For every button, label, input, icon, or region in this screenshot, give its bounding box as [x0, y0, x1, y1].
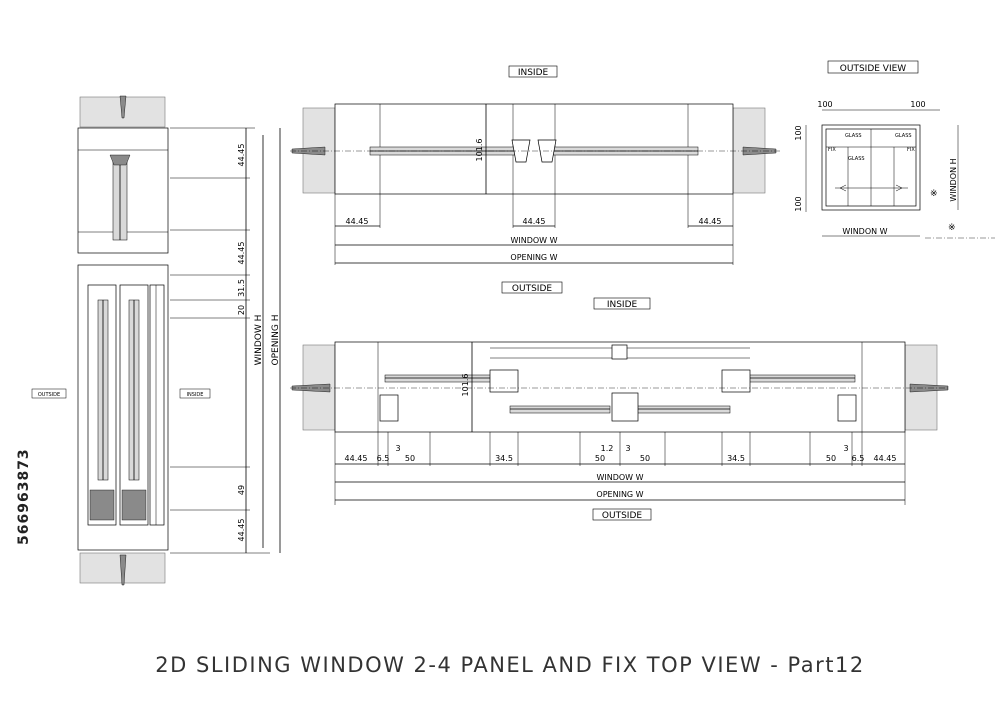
- plan-4-panel: INSIDE 101.6: [290, 297, 950, 521]
- sec-dim-5: 49: [237, 485, 246, 495]
- plan4-glass-4: [739, 374, 856, 383]
- plan4-inside-label: INSIDE: [607, 300, 638, 310]
- ov-left-top: 100: [794, 125, 803, 140]
- section-inside-label: INSIDE: [187, 392, 204, 398]
- plan2-dim-3: 44.45: [699, 217, 722, 226]
- sec-dim-2: 44.45: [237, 242, 246, 265]
- plan4-dim-11: 3: [843, 444, 848, 453]
- plan4-dim-7: 3: [625, 444, 630, 453]
- plan4-dim-13: 6.5: [852, 454, 865, 463]
- plan4-dim-5: 34.5: [495, 454, 513, 463]
- plan4-dim-6: 1.2: [601, 444, 614, 453]
- anchor-bottom: [119, 554, 127, 586]
- ov-fix-right: FIX: [907, 147, 915, 153]
- plan4-dim-3: 3: [395, 444, 400, 453]
- plan4-outside-label: OUTSIDE: [602, 511, 642, 521]
- plan4-glass-3: [629, 405, 731, 414]
- plan4-dim-14: 44.45: [874, 454, 897, 463]
- plan4-glass-2: [509, 405, 611, 414]
- ov-window-h: WINDON H: [949, 158, 958, 201]
- ov-window-w: WINDON W: [842, 227, 887, 236]
- sec-dim-1: 44.45: [237, 144, 246, 167]
- ov-glass-2: GLASS: [895, 133, 912, 139]
- stock-id: 566963873: [16, 448, 32, 545]
- plan4-dim-9: 50: [640, 454, 650, 463]
- plan4-glass-1: [384, 374, 501, 383]
- sec-window-h: WINDOW H: [254, 315, 264, 366]
- plan-2-panel: INSIDE 101.6 44.45 44.45 44.45 WINDOW W: [290, 65, 780, 294]
- plan4-dim-4: 50: [405, 454, 415, 463]
- ov-top-left: 100: [817, 100, 832, 109]
- plan4-dim-8: 50: [595, 454, 605, 463]
- outside-view-title: OUTSIDE VIEW: [840, 64, 907, 74]
- plan2-inside-label: INSIDE: [518, 68, 549, 78]
- ov-glass-1: GLASS: [845, 133, 862, 139]
- sec-dim-3: 31.5: [237, 279, 246, 297]
- plan2-opening-w: OPENING W: [510, 253, 557, 262]
- section-outside-label: OUTSIDE: [38, 392, 60, 398]
- ov-fix-left: FIX: [828, 147, 836, 153]
- ov-glass-3: GLASS: [848, 156, 865, 162]
- anchor-top: [119, 95, 127, 119]
- sec-dim-4: 20: [237, 305, 246, 315]
- drawing-title: 2D SLIDING WINDOW 2-4 PANEL AND FIX TOP …: [155, 653, 864, 677]
- ov-mark-2: ※: [948, 223, 956, 233]
- plan4-dim-1: 44.45: [345, 454, 368, 463]
- plan4-opening-w: OPENING W: [596, 490, 643, 499]
- plan4-height: 101.6: [461, 374, 470, 397]
- plan2-outside-label: OUTSIDE: [512, 284, 552, 294]
- plan2-dim-2: 44.45: [523, 217, 546, 226]
- plan4-dim-10: 34.5: [727, 454, 745, 463]
- plan4-dim-2: 6.5: [377, 454, 390, 463]
- plan2-height: 101.6: [475, 139, 484, 162]
- plan4-window-w: WINDOW W: [596, 473, 643, 482]
- plan2-dim-1: 44.45: [346, 217, 369, 226]
- ov-top-right: 100: [910, 100, 925, 109]
- ov-left-bottom: 100: [794, 196, 803, 211]
- sec-dim-6: 44.45: [237, 519, 246, 542]
- sec-opening-h: OPENING H: [271, 315, 281, 366]
- vertical-section: OUTSIDE INSIDE 44.45 44.45 31.5 20 49 44…: [31, 95, 281, 586]
- outside-view: OUTSIDE VIEW 100 100 100 100 GLASS GLASS…: [794, 60, 995, 239]
- plan2-window-w: WINDOW W: [510, 236, 557, 245]
- plan4-dim-12: 50: [826, 454, 836, 463]
- ov-mark-1: ※: [930, 189, 938, 199]
